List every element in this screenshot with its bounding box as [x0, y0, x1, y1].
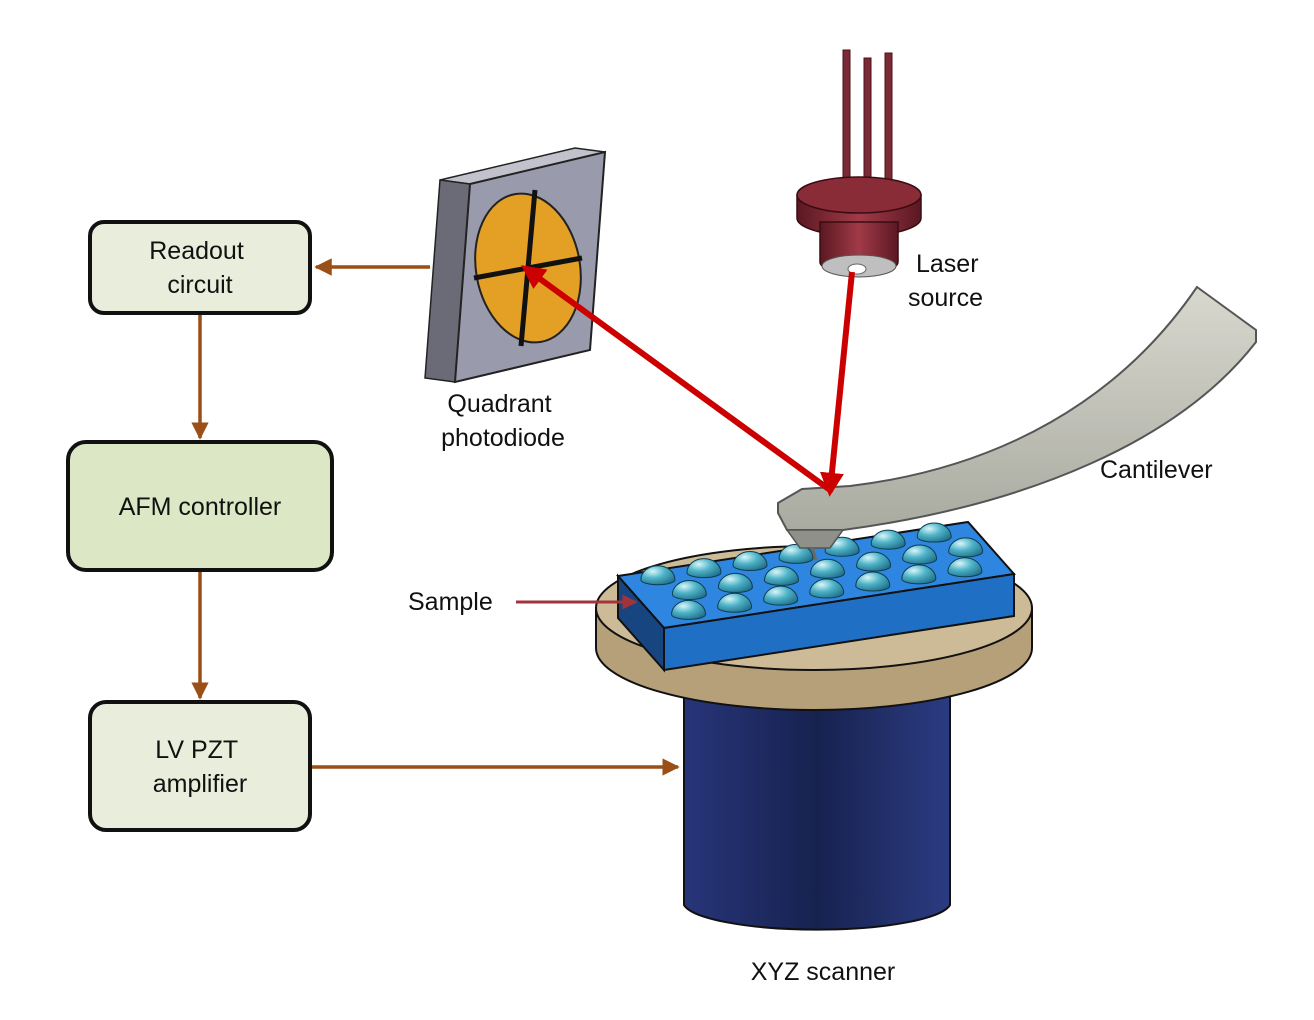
laser-source: [796, 49, 922, 278]
sample-dome: [717, 572, 753, 593]
photodiode-label-line2: photodiode: [441, 424, 565, 452]
readout-label-line2: circuit: [167, 271, 232, 299]
sample-dome: [947, 557, 983, 578]
svg-text:Readout circuit: Readout circuit: [149, 237, 250, 299]
sample-dome: [717, 592, 753, 613]
svg-text:Quadrant photodiode: Quadrant photodiode: [441, 390, 565, 452]
sample-dome: [671, 599, 707, 620]
sample-dome: [902, 544, 938, 565]
sample: [616, 520, 1016, 673]
sample-dome: [778, 543, 814, 564]
sample-dome: [901, 564, 937, 585]
sample-dome: [870, 529, 906, 550]
quadrant-photodiode: [424, 147, 607, 384]
amplifier-label-line2: amplifier: [153, 770, 247, 798]
readout-circuit-block: Readout circuit: [88, 220, 312, 315]
sample-dome: [856, 551, 892, 572]
cantilever: [777, 285, 1257, 561]
cantilever-label: Cantilever: [1100, 456, 1213, 484]
sample-dome: [732, 550, 768, 571]
sample-dome: [916, 522, 952, 543]
readout-label-line1: Readout: [149, 237, 244, 265]
sample-dome: [686, 558, 722, 579]
laser-label-line1: Laser: [916, 250, 979, 278]
sample-dome: [948, 537, 984, 558]
sample-dome: [671, 580, 707, 601]
svg-text:LV PZT amplifier: LV PZT amplifier: [153, 736, 247, 798]
scanner-label: XYZ scanner: [751, 958, 896, 986]
sample-dome: [640, 565, 676, 586]
afm-controller-block: AFM controller: [66, 440, 334, 572]
sample-dome: [809, 578, 845, 599]
lv-pzt-amplifier-block: LV PZT amplifier: [88, 700, 312, 832]
incident-laser-beam: [819, 271, 855, 497]
sample-label: Sample: [408, 588, 493, 616]
sample-dome: [810, 558, 846, 579]
sample-domes: [640, 522, 984, 620]
controller-label: AFM controller: [119, 493, 282, 521]
photodiode-label-line1: Quadrant: [447, 390, 551, 418]
amplifier-label-line1: LV PZT: [155, 736, 238, 764]
laser-label-line2: source: [908, 284, 983, 312]
sample-dome: [763, 565, 799, 586]
sample-dome: [763, 585, 799, 606]
reflected-laser-beam: [521, 265, 832, 493]
sample-dome: [855, 571, 891, 592]
